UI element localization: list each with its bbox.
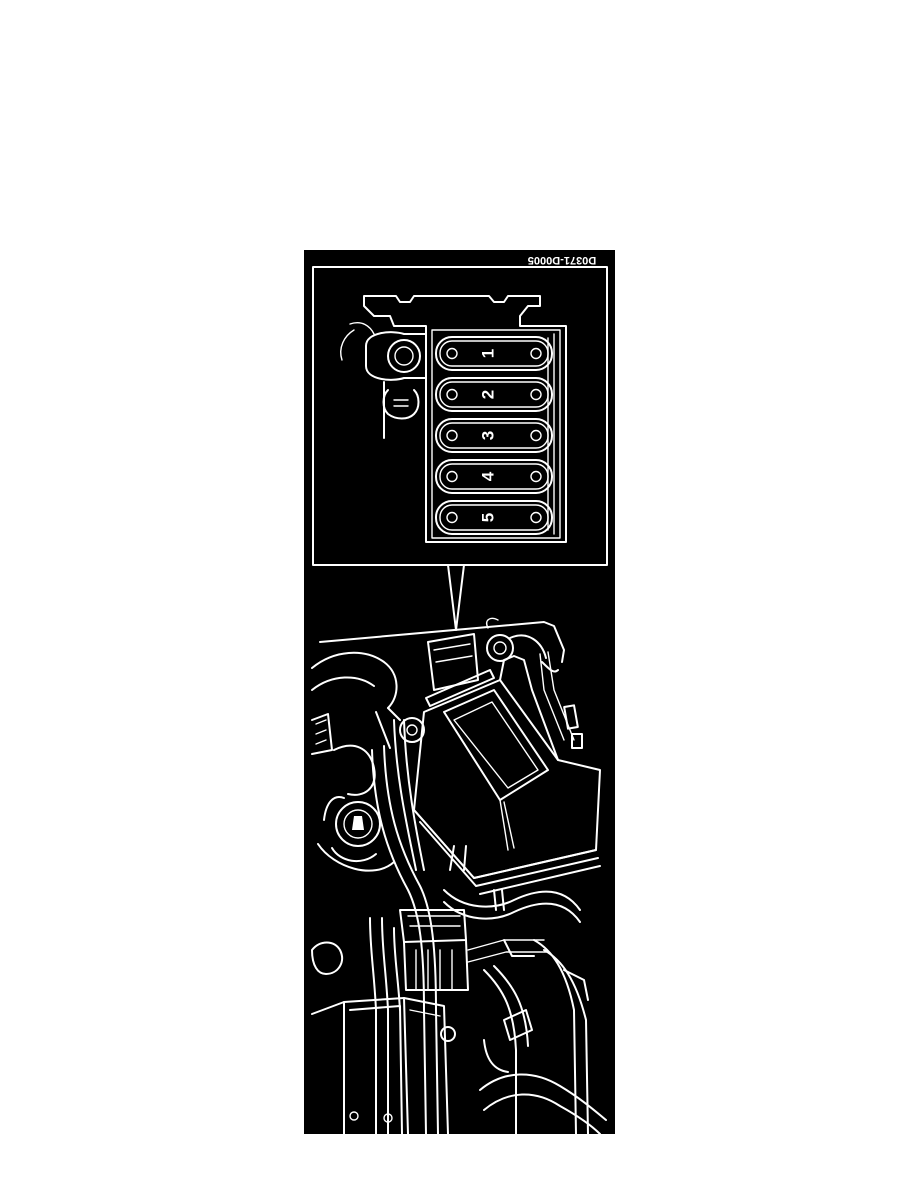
mounting-hole-icon — [530, 388, 542, 401]
connector-plug — [340, 322, 427, 439]
lower-junction-block — [369, 909, 589, 1134]
figure-code: D0371-D0005 — [528, 254, 597, 266]
cylinder-label: 4 — [479, 471, 498, 481]
coil-slot-1: 1 — [435, 336, 553, 371]
mounting-hole-icon — [446, 347, 458, 360]
inset-detail — [312, 266, 608, 631]
coil-slot-outline — [435, 500, 553, 535]
cylinder-label: 1 — [479, 349, 498, 358]
upper-left-components — [311, 651, 425, 796]
routed-hoses — [371, 719, 581, 1134]
coil-slot-inner-outline — [439, 422, 549, 449]
mounting-hole-icon — [446, 511, 458, 524]
mounting-hole-icon — [530, 347, 542, 360]
reservoir-cap — [317, 796, 395, 872]
coil-slot-3: 3 — [435, 418, 553, 453]
coil-slot-5: 5 — [435, 500, 553, 535]
coil-slot-4: 4 — [435, 459, 553, 494]
mounting-hole-icon — [446, 388, 458, 401]
inset-pointer — [447, 564, 465, 631]
coil-slot-outline — [435, 459, 553, 494]
ignition-coil-location-diagram: D0371-D0005 1 2 3 4 5 — [304, 250, 615, 1134]
mounting-hole-icon — [446, 429, 458, 442]
coil-slots: 1 2 3 4 5 — [435, 336, 553, 535]
control-unit-box — [311, 941, 456, 1134]
coil-slot-inner-outline — [439, 504, 549, 531]
coil-slot-outline — [435, 377, 553, 412]
coil-slot-inner-outline — [439, 340, 549, 367]
mounting-hole-icon — [446, 470, 458, 483]
engine-compartment-illustration — [311, 617, 607, 1134]
coil-slot-inner-outline — [439, 463, 549, 490]
coil-slot-2: 2 — [435, 377, 553, 412]
top-connector — [427, 617, 559, 691]
inset-frame — [312, 266, 608, 566]
lower-right-hoses — [479, 969, 607, 1134]
coil-slot-outline — [435, 336, 553, 371]
cylinder-label: 5 — [479, 513, 498, 522]
cylinder-label: 2 — [479, 390, 498, 399]
cylinder-label: 3 — [479, 431, 498, 440]
coil-pack-housing — [363, 295, 567, 543]
coil-slot-inner-outline — [439, 381, 549, 408]
mounting-hole-icon — [530, 429, 542, 442]
ignition-module — [413, 651, 601, 895]
diagram-canvas: D0371-D0005 1 2 3 4 5 — [311, 254, 608, 1134]
coil-slot-outline — [435, 418, 553, 453]
coil-pack-inner-outline — [431, 329, 561, 539]
mounting-hole-icon — [530, 511, 542, 524]
compartment-edge — [319, 621, 565, 663]
mounting-hole-icon — [530, 470, 542, 483]
